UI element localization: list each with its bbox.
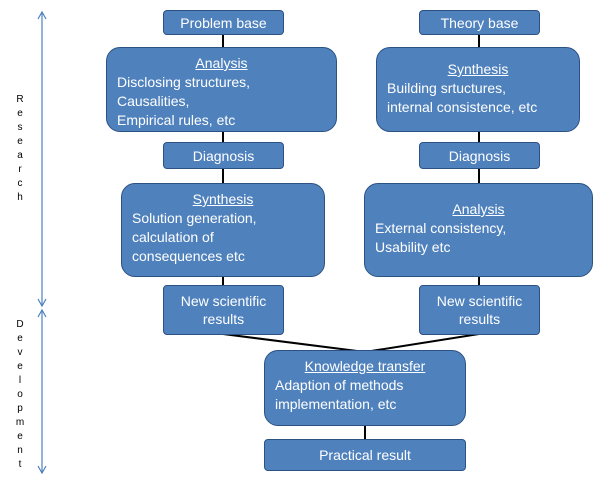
practical-result-label: Practical result bbox=[319, 447, 411, 463]
left-analysis-line: Empirical rules, etc bbox=[117, 112, 236, 128]
left-results-line: New scientific bbox=[180, 293, 267, 309]
left-results-line: results bbox=[202, 311, 245, 327]
right-synthesis-line: Building srtuctures, bbox=[387, 80, 507, 96]
knowledge-transfer-line: implementation, etc bbox=[275, 396, 397, 412]
left-synthesis-box: Synthesis Solution generation, calculati… bbox=[121, 183, 325, 277]
left-analysis-line: Causalities, bbox=[117, 93, 190, 109]
right-analysis-title: Analysis bbox=[452, 201, 505, 217]
development-letter: e bbox=[17, 361, 23, 372]
left-diagnosis-box: Diagnosis bbox=[163, 142, 284, 169]
development-letter: D bbox=[16, 319, 24, 330]
right-results-line: New scientific bbox=[436, 293, 523, 309]
left-analysis-line: Disclosing structures, bbox=[117, 74, 251, 90]
right-results-line: results bbox=[458, 311, 501, 327]
development-letter: e bbox=[17, 333, 23, 344]
problem-base-label: Problem base bbox=[180, 14, 267, 31]
connector-merge-right bbox=[364, 333, 480, 353]
research-letter: e bbox=[17, 108, 23, 119]
research-letter: R bbox=[16, 94, 24, 105]
development-letter: o bbox=[17, 389, 23, 400]
development-letter: n bbox=[17, 445, 23, 456]
development-letter: v bbox=[17, 347, 23, 358]
right-diagnosis-box: Diagnosis bbox=[419, 142, 540, 169]
development-letter: p bbox=[17, 403, 23, 414]
knowledge-transfer-line: Adaption of methods bbox=[275, 377, 404, 393]
right-analysis-box: Analysis External consistency, Usability… bbox=[364, 183, 593, 277]
research-letter: e bbox=[17, 136, 23, 147]
theory-base-box: Theory base bbox=[419, 10, 540, 35]
right-synthesis-box: Synthesis Building srtuctures, internal … bbox=[376, 47, 580, 132]
research-arrow bbox=[37, 10, 47, 308]
development-letter: t bbox=[18, 459, 22, 470]
theory-base-label: Theory base bbox=[440, 14, 519, 31]
right-synthesis-title: Synthesis bbox=[447, 61, 509, 77]
research-letter: s bbox=[17, 122, 23, 133]
research-letter: c bbox=[17, 178, 23, 189]
left-analysis-box: Analysis Disclosing structures, Causalit… bbox=[106, 47, 337, 132]
research-letter: h bbox=[17, 192, 23, 203]
left-diagnosis-label: Diagnosis bbox=[192, 147, 255, 164]
left-synthesis-line: Solution generation, bbox=[132, 210, 257, 226]
practical-result-box: Practical result bbox=[264, 439, 466, 471]
right-results-box: New scientific results bbox=[419, 285, 540, 335]
research-letter: r bbox=[18, 164, 22, 175]
problem-base-box: Problem base bbox=[163, 10, 284, 35]
right-analysis-line: External consistency, bbox=[375, 220, 507, 236]
left-synthesis-line: calculation of bbox=[132, 229, 214, 245]
left-synthesis-line: consequences etc bbox=[132, 248, 245, 264]
right-synthesis-line: internal consistence, etc bbox=[387, 99, 538, 115]
left-analysis-title: Analysis bbox=[195, 55, 248, 71]
right-analysis-line: Usability etc bbox=[375, 239, 451, 255]
connector-merge-left bbox=[222, 333, 366, 353]
research-letter: a bbox=[17, 150, 23, 161]
left-results-box: New scientific results bbox=[163, 285, 284, 335]
development-letter: e bbox=[17, 431, 23, 442]
knowledge-transfer-box: Knowledge transfer Adaption of methods i… bbox=[264, 350, 466, 426]
right-diagnosis-label: Diagnosis bbox=[448, 147, 511, 164]
development-letter: m bbox=[15, 417, 25, 428]
development-arrow bbox=[37, 308, 47, 475]
development-letter: l bbox=[18, 375, 22, 386]
left-synthesis-title: Synthesis bbox=[192, 191, 254, 207]
knowledge-transfer-title: Knowledge transfer bbox=[304, 358, 426, 374]
